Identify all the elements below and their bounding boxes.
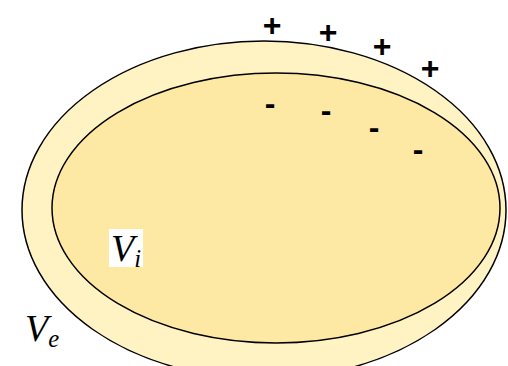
potential-label: Ve	[23, 309, 61, 347]
minus-charge: -	[321, 94, 332, 126]
plus-charge: +	[373, 30, 392, 62]
inner-membrane	[52, 73, 500, 343]
plus-charge: +	[319, 16, 338, 48]
potential-label: Vi	[109, 229, 143, 267]
plus-charge: +	[421, 52, 440, 84]
minus-charge: -	[265, 87, 276, 119]
plus-charge: +	[263, 9, 282, 41]
minus-charge: -	[369, 111, 380, 143]
outer-membrane	[22, 41, 506, 366]
minus-charge: -	[413, 133, 424, 165]
